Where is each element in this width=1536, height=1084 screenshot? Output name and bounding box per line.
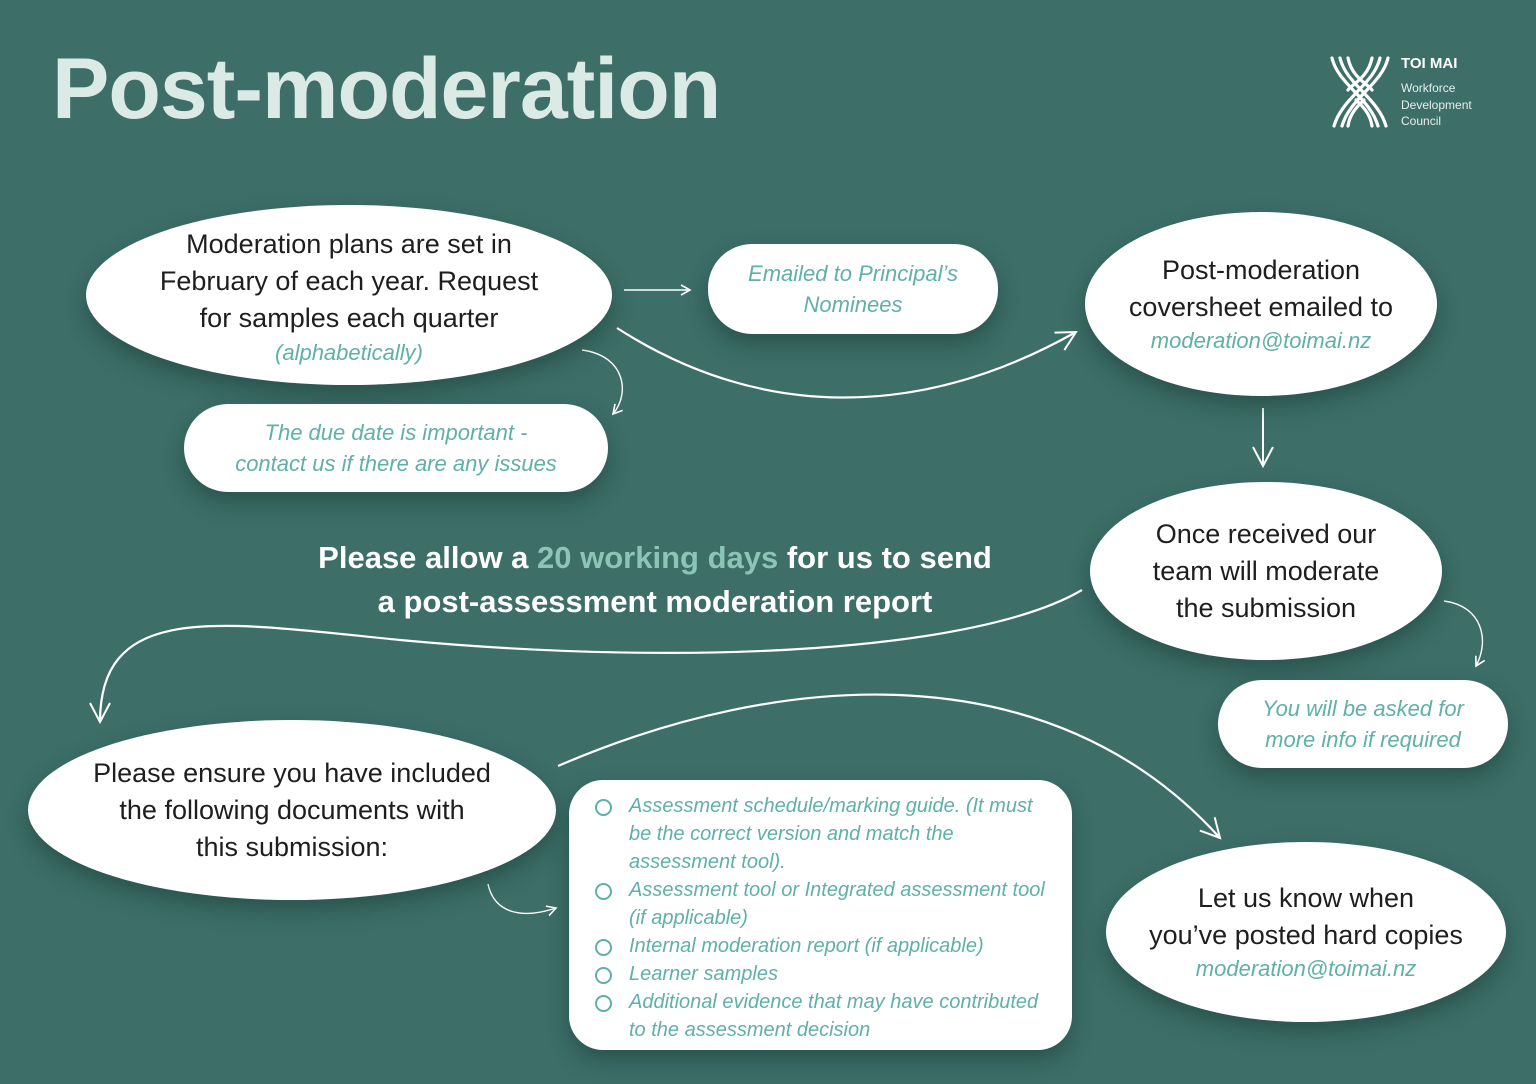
note-more-info: You will be asked for more info if requi… bbox=[1218, 680, 1508, 768]
woven-strands-logo-icon bbox=[1330, 56, 1390, 128]
logo-subtitle: Workforce Development Council bbox=[1401, 81, 1472, 128]
turnaround-callout: Please allow a 20 working days for us to… bbox=[318, 540, 992, 619]
circle-bullet-icon bbox=[595, 995, 612, 1012]
note-nominees: Emailed to Principal’s Nominees bbox=[708, 244, 998, 334]
checklist-item: Internal moderation report (if applicabl… bbox=[595, 932, 1052, 960]
circle-bullet-icon bbox=[595, 799, 612, 816]
logo-name: TOI MAI bbox=[1401, 55, 1458, 72]
checklist-item: Assessment schedule/marking guide. (It m… bbox=[595, 792, 1052, 876]
circle-bullet-icon bbox=[595, 883, 612, 900]
alphabetically-note: (alphabetically) bbox=[275, 340, 423, 365]
step-posted-hard-copies: Let us know when you’ve posted hard copi… bbox=[1106, 842, 1506, 1022]
step-include-documents: Please ensure you have included the foll… bbox=[28, 720, 556, 900]
step-coversheet: Post-moderation coversheet emailed to mo… bbox=[1085, 212, 1437, 396]
toi-mai-logo: TOI MAI Workforce Development Council bbox=[1328, 54, 1508, 134]
step-moderation-plans: Moderation plans are set in February of … bbox=[86, 205, 612, 385]
checklist-item: Additional evidence that may have contri… bbox=[595, 988, 1052, 1044]
posted-email-link[interactable]: moderation@toimai.nz bbox=[1195, 956, 1417, 981]
working-days-highlight: 20 working days bbox=[537, 540, 779, 575]
arrow-to-coversheet bbox=[616, 327, 1078, 399]
step-team-moderates: Once received our team will moderate the… bbox=[1090, 482, 1442, 660]
circle-bullet-icon bbox=[595, 939, 612, 956]
documents-checklist: Assessment schedule/marking guide. (It m… bbox=[569, 780, 1072, 1050]
arrow-to-due-date bbox=[581, 349, 623, 416]
arrow-to-more-info bbox=[1443, 600, 1486, 668]
page-title: Post-moderation bbox=[52, 41, 721, 137]
checklist-item: Assessment tool or Integrated assessment… bbox=[595, 876, 1052, 932]
arrow-to-checklist bbox=[487, 883, 558, 917]
note-due-date: The due date is important - contact us i… bbox=[184, 404, 608, 492]
coversheet-email-link[interactable]: moderation@toimai.nz bbox=[1150, 328, 1372, 353]
circle-bullet-icon bbox=[595, 967, 612, 984]
checklist-item: Learner samples bbox=[595, 960, 1052, 988]
